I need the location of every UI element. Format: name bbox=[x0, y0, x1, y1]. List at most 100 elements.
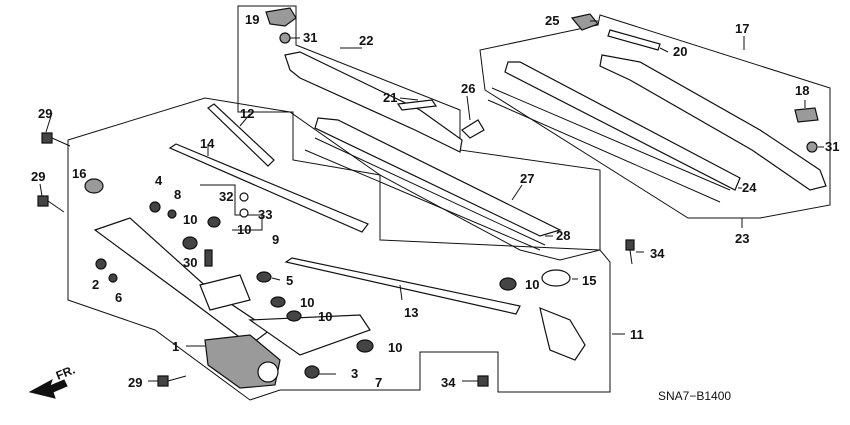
motor-cap bbox=[257, 361, 279, 383]
callout-10-c: 10 bbox=[300, 295, 314, 310]
callout-29-lower: 29 bbox=[128, 375, 142, 390]
short-link-rod bbox=[207, 103, 275, 167]
drawing-code: SNA7−B1400 bbox=[658, 389, 731, 403]
callout-25: 25 bbox=[545, 13, 559, 28]
callout-28: 28 bbox=[556, 228, 570, 243]
bolt-middle bbox=[37, 195, 49, 207]
right-blade-refill bbox=[487, 99, 721, 203]
callout-24: 24 bbox=[742, 180, 757, 195]
callout-1: 1 bbox=[172, 339, 179, 354]
leader bbox=[271, 277, 281, 281]
callout-11: 11 bbox=[630, 327, 644, 342]
small-cap bbox=[149, 201, 161, 213]
callout-17: 17 bbox=[735, 21, 749, 36]
callout-26: 26 bbox=[461, 81, 475, 96]
parts bbox=[37, 7, 827, 389]
small-bolt bbox=[204, 249, 213, 267]
group-outlines bbox=[67, 5, 831, 401]
left-blade-rubber bbox=[314, 137, 546, 246]
callout-4: 4 bbox=[155, 173, 163, 188]
callout-21: 21 bbox=[383, 90, 397, 105]
rod-bushing bbox=[256, 271, 272, 283]
bushing bbox=[207, 216, 221, 228]
arm-nut bbox=[279, 32, 291, 44]
leader bbox=[659, 47, 669, 53]
callout-32: 32 bbox=[219, 189, 233, 204]
arm-spacer bbox=[396, 99, 438, 111]
front-arrow-icon bbox=[28, 378, 68, 399]
callout-15: 15 bbox=[582, 273, 596, 288]
long-link-rod bbox=[168, 143, 369, 233]
right-arm-spacer bbox=[607, 29, 661, 51]
bolt-upper bbox=[41, 132, 53, 144]
wiper-arm-cap bbox=[265, 7, 297, 27]
callout-10-a: 10 bbox=[183, 212, 197, 227]
bolt-lower bbox=[157, 375, 169, 387]
pivot-cap bbox=[794, 107, 819, 123]
small-grommet bbox=[95, 258, 107, 270]
bolt-middle-shank bbox=[47, 200, 65, 213]
leader bbox=[45, 112, 53, 133]
callout-34-upper: 34 bbox=[650, 246, 665, 261]
callout-34-lower: 34 bbox=[441, 375, 456, 390]
callout-12: 12 bbox=[240, 106, 254, 121]
callout-20: 20 bbox=[673, 44, 687, 59]
bushing bbox=[182, 236, 198, 250]
bushing bbox=[356, 339, 374, 353]
callout-33: 33 bbox=[258, 207, 272, 222]
washer bbox=[239, 192, 249, 202]
left-wiper-arm bbox=[284, 51, 463, 153]
linkage-bracket bbox=[199, 274, 251, 311]
leader bbox=[399, 97, 419, 101]
linkage-rod bbox=[284, 257, 521, 315]
callout-29-middle: 29 bbox=[31, 169, 45, 184]
callout-2: 2 bbox=[92, 277, 99, 292]
callout-6: 6 bbox=[115, 290, 122, 305]
callout-16: 16 bbox=[72, 166, 86, 181]
motor-bushing bbox=[304, 365, 320, 379]
callout-13: 13 bbox=[404, 305, 418, 320]
callout-10-d: 10 bbox=[318, 309, 332, 324]
leader bbox=[466, 95, 471, 121]
callout-31-right: 31 bbox=[825, 139, 839, 154]
linkage-arm bbox=[248, 314, 371, 356]
front-direction-marker: FR. bbox=[28, 363, 77, 399]
left-blade-refill bbox=[304, 149, 541, 251]
leader bbox=[511, 184, 523, 201]
right-arm-cap bbox=[570, 13, 599, 31]
bolt-lower-shank bbox=[167, 375, 187, 382]
blade-clip bbox=[461, 119, 485, 139]
callout-10-b: 10 bbox=[237, 222, 251, 237]
callout-10-e: 10 bbox=[388, 340, 402, 355]
callout-9: 9 bbox=[272, 232, 279, 247]
nut bbox=[239, 208, 249, 218]
front-label: FR. bbox=[54, 363, 77, 383]
leader-lines bbox=[39, 20, 824, 382]
right-wiper-arm bbox=[599, 54, 827, 191]
callout-7: 7 bbox=[375, 375, 382, 390]
callout-19: 19 bbox=[245, 12, 259, 27]
callout-27: 27 bbox=[520, 171, 534, 186]
pivot-bolt-upper bbox=[625, 239, 635, 251]
bushing bbox=[499, 277, 517, 291]
bushing bbox=[270, 296, 286, 308]
callout-22: 22 bbox=[359, 33, 373, 48]
small-nut bbox=[167, 209, 177, 219]
right-wiper-group-outline bbox=[479, 14, 831, 219]
right-wiper-blade bbox=[504, 61, 741, 191]
right-pivot bbox=[539, 307, 586, 361]
bracket-9 bbox=[200, 184, 263, 231]
right-blade-rubber bbox=[491, 87, 731, 191]
callout-30: 30 bbox=[183, 255, 197, 270]
bolt-upper-shank bbox=[51, 137, 71, 147]
pivot-bolt-lower bbox=[477, 375, 489, 387]
callout-5: 5 bbox=[286, 273, 293, 288]
leader bbox=[399, 284, 403, 301]
bushing bbox=[286, 310, 302, 322]
left-pivot-grommet bbox=[84, 178, 104, 194]
callout-29-upper: 29 bbox=[38, 106, 52, 121]
callout-8: 8 bbox=[174, 187, 181, 202]
leader bbox=[239, 113, 251, 127]
main-linkage-frame bbox=[93, 217, 272, 346]
